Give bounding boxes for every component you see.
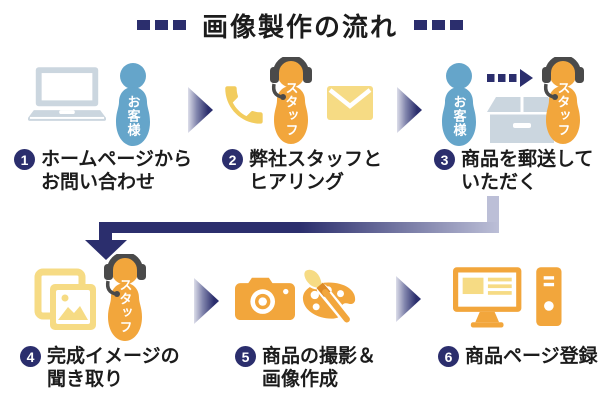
staff-figure: スタッフ xyxy=(530,57,596,147)
step-number-badge: 6 xyxy=(438,346,459,367)
step-number-badge: 5 xyxy=(235,346,256,367)
step-number-badge: 3 xyxy=(434,149,455,170)
step-label-line: 画像作成 xyxy=(262,369,339,390)
step-label: 5 商品の撮影＆ 画像作成 xyxy=(235,345,376,391)
square-icon xyxy=(172,20,186,30)
envelope-icon xyxy=(327,86,373,120)
customer-label: お客様 xyxy=(125,95,141,137)
step-label-line: 商品の撮影＆ xyxy=(262,346,377,367)
flow-arrow-icon xyxy=(396,276,421,322)
desktop-computer-icon xyxy=(453,267,563,330)
down-connector-arrow xyxy=(80,195,505,261)
dashed-arrow-icon xyxy=(487,69,533,87)
step-label: 2 弊社スタッフと ヒアリング xyxy=(222,148,382,194)
camera-icon xyxy=(235,275,295,322)
laptop-icon xyxy=(28,67,106,124)
customer-figure: お客様 xyxy=(106,62,160,148)
step-label-line: 商品を郵送して xyxy=(461,149,594,170)
step-label-line: いただく xyxy=(461,172,538,193)
step-label-line: 商品ページ登録 xyxy=(465,346,598,367)
step-number-badge: 1 xyxy=(14,149,35,170)
square-icon xyxy=(432,20,445,30)
square-icon xyxy=(136,20,150,30)
square-icon xyxy=(450,20,463,30)
step-label: 3 商品を郵送して いただく xyxy=(434,148,593,194)
staff-label: スタッフ xyxy=(555,81,571,137)
title-decoration-squares-right xyxy=(414,20,463,30)
step-label-line: 聞き取り xyxy=(47,369,124,390)
staff-figure: スタッフ xyxy=(92,254,158,344)
step-number-badge: 2 xyxy=(222,149,243,170)
step-label: 4 完成イメージの 聞き取り xyxy=(20,345,180,391)
flow-arrow-icon xyxy=(194,278,219,324)
photos-icon xyxy=(34,268,98,332)
staff-label: スタッフ xyxy=(117,278,133,334)
step-label-line: ホームページから xyxy=(41,149,193,170)
step-number-badge: 4 xyxy=(20,346,41,367)
step-label: 1 ホームページから お問い合わせ xyxy=(14,148,192,194)
step-label: 6 商品ページ登録 xyxy=(438,345,598,368)
staff-figure: スタッフ xyxy=(258,57,324,147)
header: 画像製作の流れ xyxy=(0,6,600,44)
square-icon xyxy=(154,20,168,30)
step-label-line: 完成イメージの xyxy=(47,346,180,367)
package-box-icon xyxy=(487,97,557,143)
flow-arrow-icon xyxy=(397,87,422,133)
customer-figure: お客様 xyxy=(432,62,486,148)
step-label-line: ヒアリング xyxy=(249,172,345,193)
flow-arrow-icon xyxy=(188,87,213,133)
square-icon xyxy=(414,20,427,30)
phone-icon xyxy=(219,80,269,130)
staff-label: スタッフ xyxy=(283,81,299,137)
page-title: 画像製作の流れ xyxy=(201,11,398,42)
customer-label: お客様 xyxy=(451,95,467,137)
step-label-line: お問い合わせ xyxy=(41,172,156,193)
palette-brush-icon xyxy=(296,260,360,330)
step-label-line: 弊社スタッフと xyxy=(249,149,383,170)
title-decoration-squares-left xyxy=(136,20,186,30)
